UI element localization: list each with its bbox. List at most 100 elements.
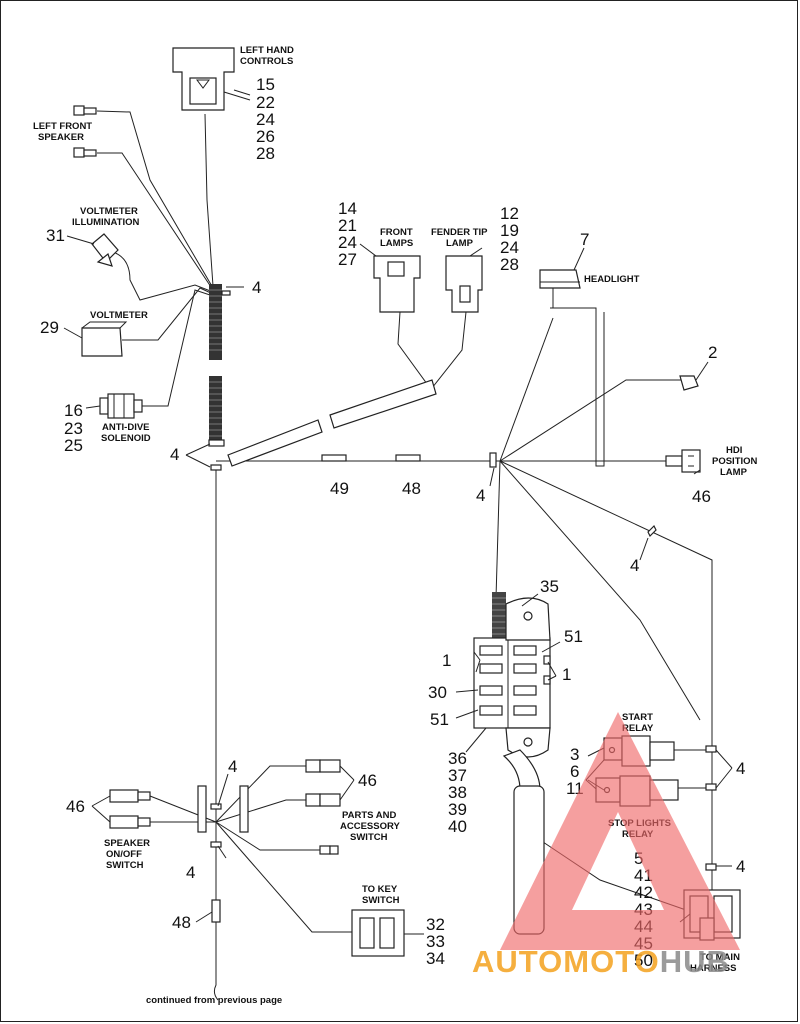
fender-tip-label-2: LAMP	[446, 238, 474, 249]
speaker-switch-terminal	[109, 789, 151, 829]
fuse-block	[473, 592, 551, 935]
callout: 2	[708, 343, 717, 362]
callout: 4	[228, 757, 237, 776]
anti-dive-label-1: ANTI-DIVE	[102, 422, 150, 433]
callout: 39	[448, 800, 467, 819]
callout: 3	[570, 745, 579, 764]
left-hand-controls-label-2: CONTROLS	[240, 56, 293, 67]
callout: 23	[64, 419, 83, 438]
callout: 7	[580, 230, 589, 249]
start-relay-label-1: START	[622, 712, 653, 723]
front-lamps-connector	[373, 255, 421, 313]
headlight-label: HEADLIGHT	[584, 274, 640, 285]
callout: 40	[448, 817, 467, 836]
callout: 28	[500, 255, 519, 274]
callout: 46	[358, 771, 377, 790]
callout: 24	[256, 110, 275, 129]
speaker-terminal	[73, 105, 97, 158]
callout: 48	[172, 913, 191, 932]
callout: 30	[428, 683, 447, 702]
left-front-speaker-label-2: SPEAKER	[38, 132, 84, 143]
callout: 22	[256, 93, 275, 112]
speaker-switch-label-2: ON/OFF	[106, 849, 142, 860]
hdi-label-3: LAMP	[720, 467, 748, 478]
front-lamps-label-2: LAMPS	[380, 238, 413, 249]
main-harness-label-2: HARNESS	[690, 963, 736, 974]
anti-dive-label-2: SOLENOID	[101, 433, 151, 444]
fender-tip-label-1: FENDER TIP	[431, 227, 488, 238]
callout: 38	[448, 783, 467, 802]
callout: 46	[66, 797, 85, 816]
callout: 27	[338, 250, 357, 269]
callout: 1	[442, 651, 451, 670]
accessory-switch-terminal	[305, 759, 341, 855]
callout: 35	[540, 577, 559, 596]
callout: 49	[330, 479, 349, 498]
front-lamps-label-1: FRONT	[380, 227, 413, 238]
callout: 36	[448, 749, 467, 768]
callout: 4	[186, 863, 195, 882]
inline-connector	[321, 452, 717, 871]
callout: 34	[426, 949, 445, 968]
key-switch-label-1: TO KEY	[362, 884, 398, 895]
callout: 4	[630, 556, 639, 575]
hdi-label-1: HDI	[726, 445, 742, 456]
voltmeter-illumination-label-2: ILLUMINATION	[72, 217, 140, 228]
voltmeter-label: VOLTMETER	[90, 310, 148, 321]
callout: 32	[426, 915, 445, 934]
callout: 19	[500, 221, 519, 240]
main-harness-label-1: TO MAIN	[700, 952, 740, 963]
callout: 4	[736, 759, 745, 778]
callout: 24	[338, 233, 357, 252]
watermark-logo: AUTOMOTOHUB	[472, 712, 740, 979]
harness-sleeve	[227, 379, 437, 467]
left-hand-controls-connector	[172, 47, 251, 111]
anti-dive-solenoid-connector	[99, 393, 143, 419]
callout: 50	[634, 951, 653, 970]
callout: 21	[338, 216, 357, 235]
callout: 46	[692, 487, 711, 506]
fender-tip-lamp-connector	[445, 255, 483, 313]
key-switch-connector	[351, 909, 405, 957]
voltmeter-gauge	[81, 321, 128, 357]
hdi-position-lamp-connector	[665, 449, 701, 473]
callout: 51	[564, 627, 583, 646]
footer-note: continued from previous page	[146, 995, 282, 1006]
speaker-switch-label-1: SPEAKER	[104, 838, 150, 849]
callout: 4	[476, 486, 485, 505]
callout: 42	[634, 883, 653, 902]
voltmeter-illumination-socket	[91, 233, 119, 267]
callout: 37	[448, 766, 467, 785]
callout: 14	[338, 199, 357, 218]
start-relay-label-2: RELAY	[622, 723, 654, 734]
parts-accessory-label-1: PARTS AND	[342, 810, 397, 821]
convoluted-conduit	[208, 284, 231, 471]
parts-accessory-label-2: ACCESSORY	[340, 821, 400, 832]
callout: 4	[170, 445, 179, 464]
callout: 29	[40, 318, 59, 337]
callout: 12	[500, 204, 519, 223]
callout: 25	[64, 436, 83, 455]
speaker-switch-label-3: SWITCH	[106, 860, 144, 871]
callout: 28	[256, 144, 275, 163]
callout: 5	[634, 849, 643, 868]
callout: 4	[736, 857, 745, 876]
callout: 31	[46, 226, 65, 245]
hdi-top-connector	[679, 375, 699, 391]
headlight-connector	[539, 269, 581, 289]
watermark-text: AUTOMOTOHUB	[472, 944, 730, 979]
callout: 24	[500, 238, 519, 257]
callout: 26	[256, 127, 275, 146]
callout: 6	[570, 762, 579, 781]
parts-accessory-label-3: SWITCH	[350, 832, 388, 843]
callout: 1	[562, 665, 571, 684]
left-hand-controls-label-1: LEFT HAND	[240, 45, 294, 56]
callout: 51	[430, 710, 449, 729]
callout: 15	[256, 75, 275, 94]
component-labels: LEFT HAND CONTROLS LEFT FRONT SPEAKER VO…	[33, 45, 758, 1006]
left-front-speaker-label-1: LEFT FRONT	[33, 121, 92, 132]
callout: 16	[64, 401, 83, 420]
callout: 48	[402, 479, 421, 498]
voltmeter-illumination-label-1: VOLTMETER	[80, 206, 138, 217]
